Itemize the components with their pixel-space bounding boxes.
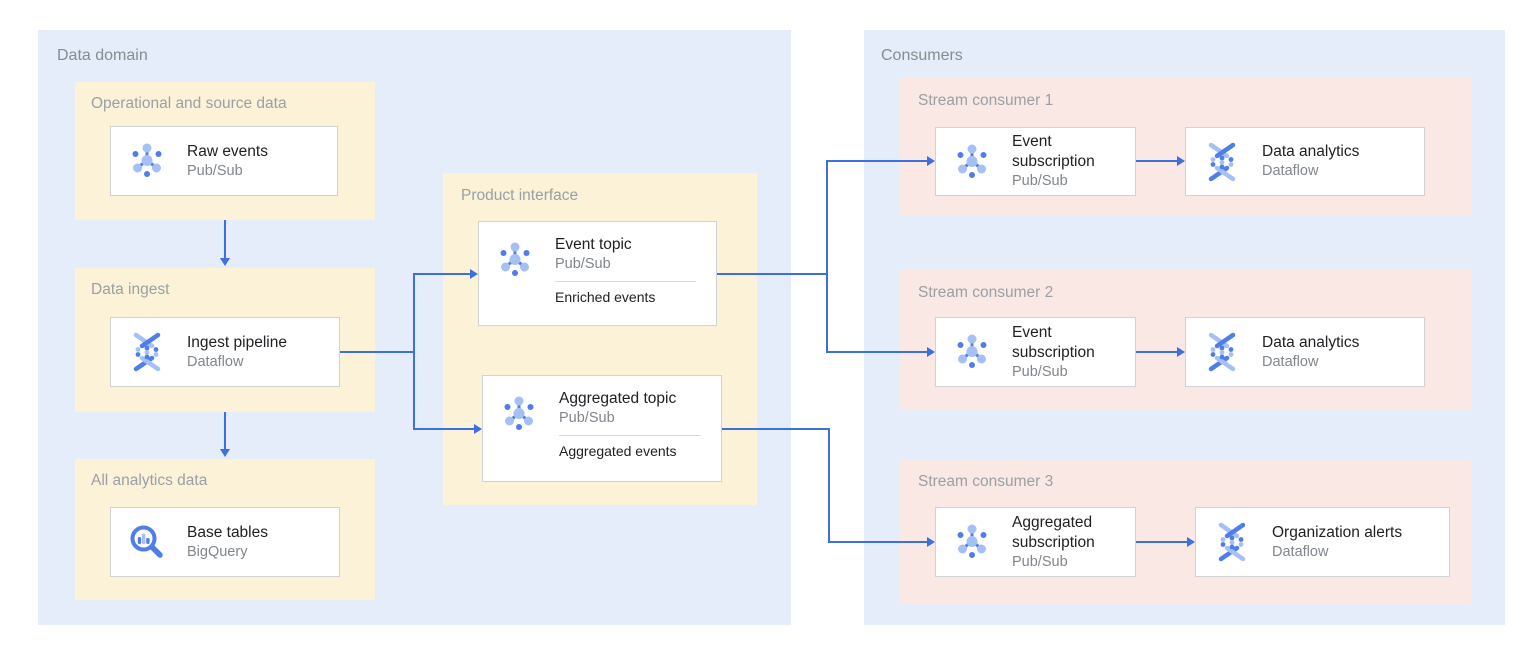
arrowhead-down-icon xyxy=(220,258,230,266)
node-ingest-pipeline: Ingest pipeline Dataflow xyxy=(110,317,340,387)
node-event-subscription-2-text: Event subscription Pub/Sub xyxy=(1012,323,1127,382)
dataflow-icon xyxy=(1202,332,1242,372)
node-title: Raw events xyxy=(187,142,268,160)
connector-event-topic-split xyxy=(826,160,828,353)
node-product: Dataflow xyxy=(187,353,244,370)
pubsub-icon xyxy=(952,142,992,182)
connector-to-subscription-1 xyxy=(826,160,927,162)
connector-ingest-split xyxy=(413,273,415,430)
node-title: Ingest pipeline xyxy=(187,333,287,351)
arrowhead-right-icon xyxy=(927,156,935,166)
connector-to-aggregated-topic xyxy=(413,428,474,430)
node-caption: Enriched events xyxy=(555,289,656,305)
group-stream-consumer-3-label: Stream consumer 3 xyxy=(918,473,1054,490)
connector-to-event-topic xyxy=(413,273,470,275)
group-stream-consumer-1-label: Stream consumer 1 xyxy=(918,92,1054,109)
node-aggregated-subscription: Aggregated subscription Pub/Sub xyxy=(935,507,1136,577)
node-title: Data analytics xyxy=(1262,143,1360,160)
panel-consumers-label: Consumers xyxy=(881,47,963,64)
pubsub-icon xyxy=(952,332,992,372)
node-data-analytics-1: Data analytics Dataflow xyxy=(1185,127,1425,196)
connector-subscription-to-analytics-1 xyxy=(1136,160,1177,162)
arrowhead-down-icon xyxy=(220,449,230,457)
node-raw-events: Raw events Pub/Sub xyxy=(110,126,338,196)
node-base-tables: Base tables BigQuery xyxy=(110,507,340,577)
node-product: Dataflow xyxy=(1272,543,1329,560)
node-product: BigQuery xyxy=(187,543,248,560)
arrowhead-right-icon xyxy=(470,269,478,279)
group-stream-consumer-2-label: Stream consumer 2 xyxy=(918,284,1054,301)
group-product-interface-label: Product interface xyxy=(461,187,579,204)
node-title: Base tables xyxy=(187,523,268,541)
connector-operational-to-ingest xyxy=(224,220,226,258)
connector-aggregated-topic-drop xyxy=(828,428,830,543)
node-data-analytics-2-text: Data analytics Dataflow xyxy=(1262,333,1416,372)
node-organization-alerts: Organization alerts Dataflow xyxy=(1195,507,1450,577)
node-product: Pub/Sub xyxy=(187,162,243,179)
dataflow-icon xyxy=(1202,142,1242,182)
node-ingest-pipeline-text: Ingest pipeline Dataflow xyxy=(187,333,331,372)
node-event-topic: Event topic Pub/Sub Enriched events xyxy=(478,221,717,326)
node-event-subscription-1-text: Event subscription Pub/Sub xyxy=(1012,132,1127,191)
arrowhead-right-icon xyxy=(927,537,935,547)
node-title: Aggregated topic xyxy=(559,390,677,407)
node-data-analytics-1-text: Data analytics Dataflow xyxy=(1262,142,1416,181)
arrowhead-right-icon xyxy=(927,347,935,357)
node-product: Pub/Sub xyxy=(1012,363,1068,380)
node-product: Pub/Sub xyxy=(1012,173,1068,189)
connector-subscription-to-alerts xyxy=(1136,541,1187,543)
node-title: Event subscription xyxy=(1012,323,1095,361)
connector-ingest-to-analytics xyxy=(224,412,226,449)
group-all-analytics-data-label: All analytics data xyxy=(91,472,208,489)
arrowhead-right-icon xyxy=(474,424,482,434)
node-product: Pub/Sub xyxy=(1012,553,1068,570)
card-divider xyxy=(559,435,701,436)
connector-aggregated-topic-out xyxy=(722,428,830,430)
panel-data-domain-label: Data domain xyxy=(57,47,148,64)
arrowhead-right-icon xyxy=(1177,156,1185,166)
connector-event-topic-out xyxy=(717,273,827,275)
node-aggregated-topic-text: Aggregated topic Pub/Sub Aggregated even… xyxy=(559,389,713,459)
arrowhead-right-icon xyxy=(1187,537,1195,547)
connector-to-aggregated-subscription xyxy=(828,541,927,543)
node-raw-events-text: Raw events Pub/Sub xyxy=(187,142,329,181)
node-caption: Aggregated events xyxy=(559,443,677,459)
node-title: Event topic xyxy=(555,236,632,253)
connector-subscription-to-analytics-2 xyxy=(1136,351,1177,353)
node-event-subscription-2: Event subscription Pub/Sub xyxy=(935,317,1136,387)
node-title: Organization alerts xyxy=(1272,523,1403,541)
node-base-tables-text: Base tables BigQuery xyxy=(187,523,331,562)
connector-ingest-out xyxy=(340,351,414,353)
pubsub-icon xyxy=(127,141,167,181)
arrowhead-right-icon xyxy=(1177,347,1185,357)
node-organization-alerts-text: Organization alerts Dataflow xyxy=(1272,523,1441,562)
node-product: Dataflow xyxy=(1262,163,1319,179)
node-title: Event subscription xyxy=(1012,133,1095,170)
connector-to-subscription-2 xyxy=(826,351,927,353)
node-event-topic-text: Event topic Pub/Sub Enriched events xyxy=(555,235,708,305)
node-event-subscription-1: Event subscription Pub/Sub xyxy=(935,127,1136,196)
pubsub-icon xyxy=(499,394,539,434)
node-product: Pub/Sub xyxy=(555,256,611,272)
node-aggregated-topic: Aggregated topic Pub/Sub Aggregated even… xyxy=(482,375,722,482)
node-product: Dataflow xyxy=(1262,353,1319,370)
group-operational-source-data-label: Operational and source data xyxy=(91,95,287,112)
card-divider xyxy=(555,281,696,282)
bigquery-icon xyxy=(127,522,167,562)
node-data-analytics-2: Data analytics Dataflow xyxy=(1185,317,1425,387)
dataflow-icon xyxy=(1212,522,1252,562)
node-aggregated-subscription-text: Aggregated subscription Pub/Sub xyxy=(1012,513,1127,572)
node-product: Pub/Sub xyxy=(559,410,615,426)
node-title: Aggregated subscription xyxy=(1012,513,1095,551)
pubsub-icon xyxy=(952,522,992,562)
node-title: Data analytics xyxy=(1262,333,1360,351)
dataflow-icon xyxy=(127,332,167,372)
group-data-ingest-label: Data ingest xyxy=(91,281,170,298)
pubsub-icon xyxy=(495,240,535,280)
